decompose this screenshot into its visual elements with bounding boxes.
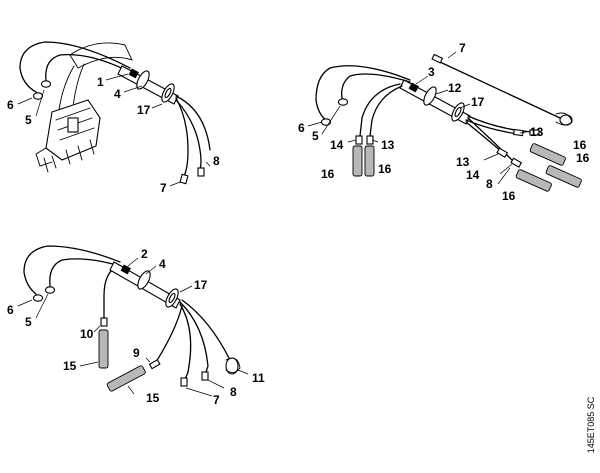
insulating-sleeve	[529, 143, 566, 166]
callout-16: 16	[378, 162, 392, 176]
callout-6: 6	[7, 98, 14, 112]
callout-17: 17	[194, 278, 208, 292]
grommet	[137, 270, 151, 290]
assembly-bottom-left	[17, 245, 249, 397]
callout-14: 14	[466, 168, 480, 182]
callout-16: 16	[502, 189, 516, 203]
callout-13: 13	[381, 138, 395, 152]
assembly-top-left	[17, 41, 211, 187]
spade-terminal	[197, 167, 205, 177]
insulating-sleeve	[106, 365, 146, 392]
callout-16: 16	[573, 138, 587, 152]
callout-9: 9	[133, 346, 140, 360]
callout-6: 6	[298, 121, 305, 135]
insulating-sleeve	[515, 169, 552, 192]
grommet	[423, 86, 437, 106]
document-code-text: 145ET085 SC	[586, 396, 596, 454]
callout-1: 1	[97, 75, 104, 89]
callout-14: 14	[330, 138, 344, 152]
ring-terminal	[40, 80, 52, 88]
callout-17: 17	[137, 103, 151, 117]
callout-15: 15	[63, 359, 77, 373]
wire-ground-lead-2	[45, 53, 131, 81]
wire-ground-lead	[19, 41, 131, 93]
grommet	[136, 70, 150, 90]
callout-7: 7	[160, 181, 167, 195]
insulating-sleeve	[352, 145, 363, 177]
callout-6: 6	[7, 303, 14, 317]
wire-branch	[175, 95, 211, 151]
callout-2: 2	[141, 247, 148, 261]
callout-17: 17	[471, 95, 485, 109]
assembly-top-right	[307, 51, 582, 192]
callout-4: 4	[114, 87, 121, 101]
callout-7: 7	[213, 393, 220, 407]
spade-terminal	[431, 53, 444, 64]
ring-terminal	[32, 294, 44, 302]
insulating-sleeve	[98, 329, 109, 369]
callout-5: 5	[312, 129, 319, 143]
ring-terminal	[320, 118, 332, 126]
insulating-sleeve	[364, 145, 375, 177]
callout-4: 4	[159, 257, 166, 271]
callout-3: 3	[428, 65, 435, 79]
callout-8: 8	[230, 385, 237, 399]
callout-8: 8	[486, 177, 493, 191]
document-code: 145ET085 SC	[584, 385, 598, 465]
insulating-sleeve	[545, 165, 582, 188]
ring-terminal	[337, 98, 349, 106]
callout-13: 13	[530, 125, 544, 139]
callout-13: 13	[456, 155, 470, 169]
wire-branch	[175, 97, 189, 177]
callout-10: 10	[80, 327, 94, 341]
wire-lead-7	[439, 61, 561, 119]
callout-8: 8	[213, 154, 220, 168]
engine-housing-illustration	[35, 42, 133, 173]
callout-12: 12	[448, 81, 462, 95]
callout-11: 11	[252, 371, 265, 385]
callout-15: 15	[146, 391, 160, 405]
spade-terminal	[179, 173, 189, 185]
callout-16: 16	[321, 167, 335, 181]
callout-5: 5	[25, 113, 32, 127]
callout-5: 5	[25, 315, 32, 329]
ring-terminal	[44, 286, 56, 294]
callout-16: 16	[576, 151, 590, 165]
callout-7: 7	[459, 41, 466, 55]
wire-branch	[175, 99, 202, 171]
